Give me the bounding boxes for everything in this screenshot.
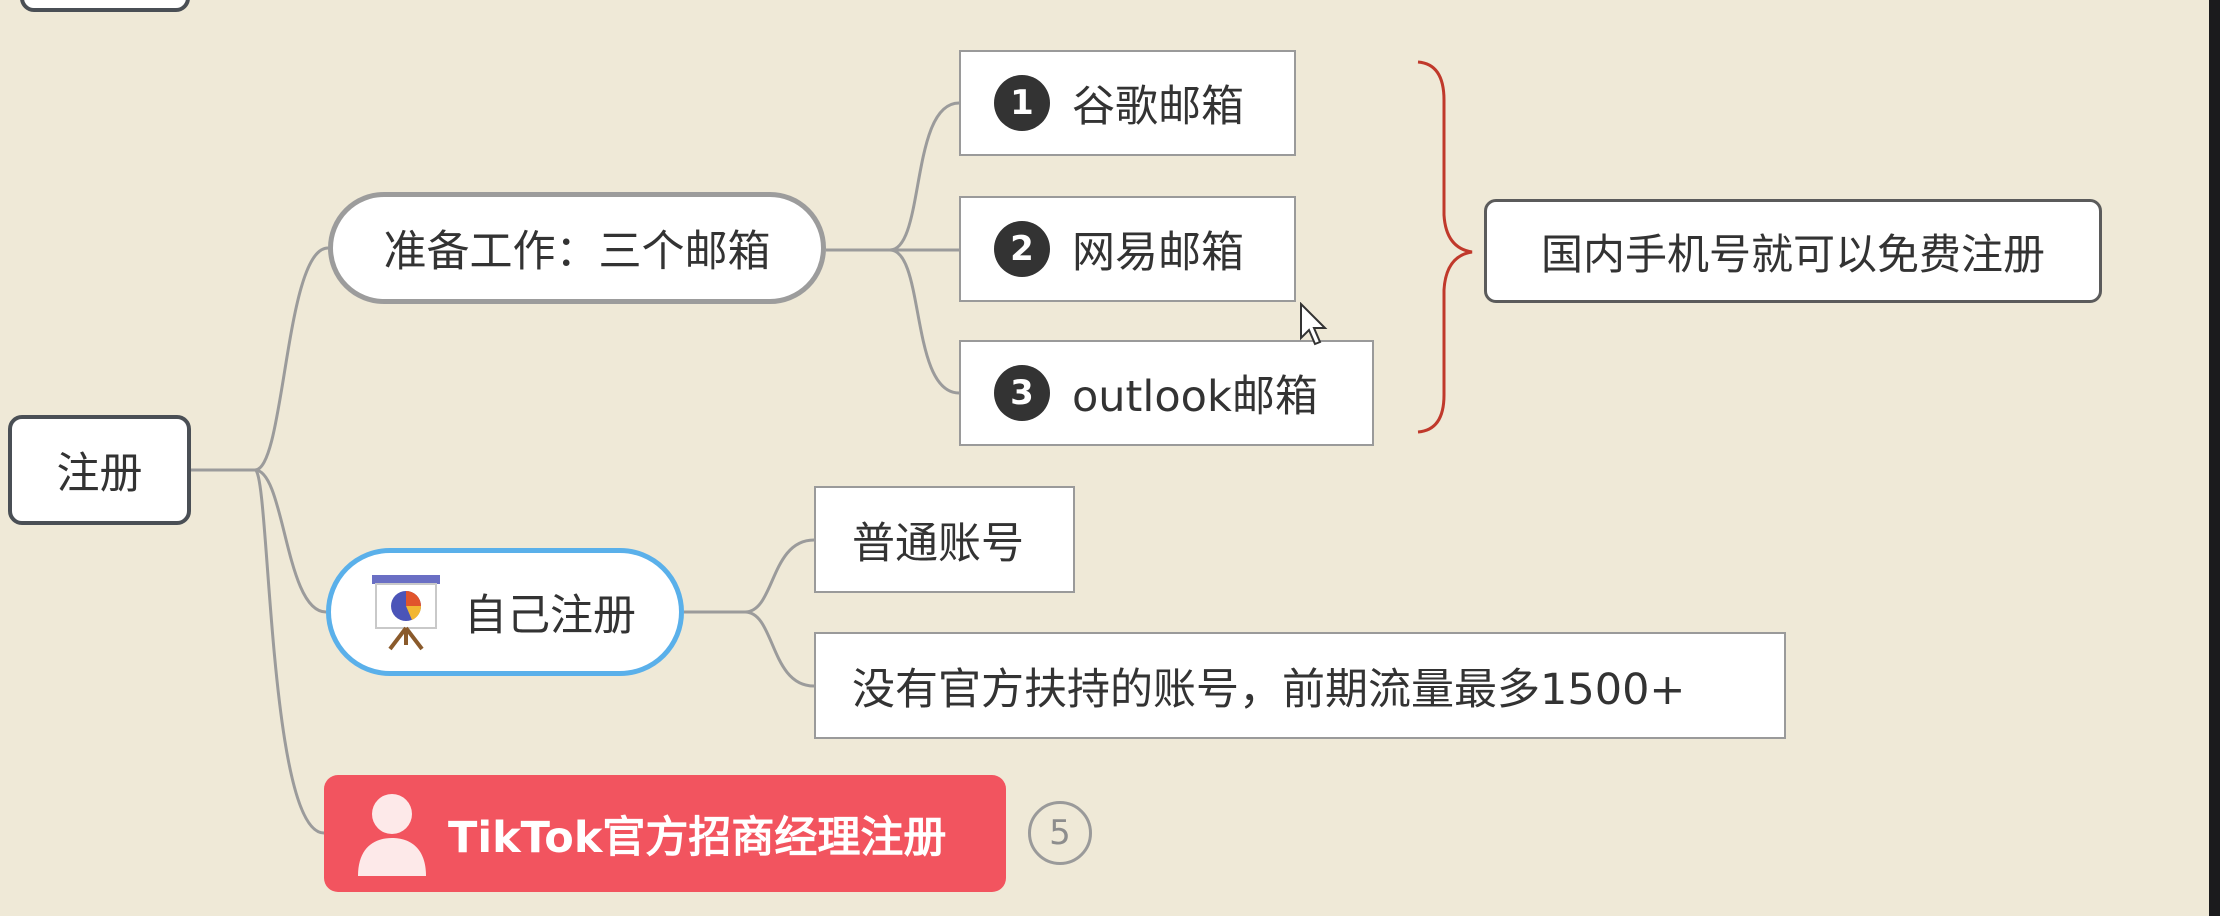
branch-self-register[interactable]: 自己注册 — [326, 548, 684, 676]
collapsed-count-label: 5 — [1049, 813, 1071, 853]
branch-self-register-label: 自己注册 — [464, 591, 636, 641]
summary-brace — [1417, 60, 1473, 434]
summary-note-phone[interactable]: 国内手机号就可以免费注册 — [1484, 199, 2102, 303]
email-node-outlook[interactable]: 3 outlook邮箱 — [959, 340, 1374, 446]
account-node-unsupported-label: 没有官方扶持的账号，前期流量最多1500+ — [852, 664, 1686, 715]
email-node-netease[interactable]: 2 网易邮箱 — [959, 196, 1296, 302]
branch-prep-emails[interactable]: 准备工作：三个邮箱 — [328, 192, 826, 304]
connector-self-acct2 — [684, 610, 815, 688]
connector-root-self — [191, 468, 327, 614]
window-edge-bar — [2209, 0, 2220, 916]
branch-tiktok-manager-label: TikTok官方招商经理注册 — [448, 812, 947, 863]
summary-note-label: 国内手机号就可以免费注册 — [1540, 229, 2045, 279]
collapsed-count-badge[interactable]: 5 — [1028, 801, 1092, 865]
account-node-normal[interactable]: 普通账号 — [814, 486, 1075, 593]
email-node-google[interactable]: 1 谷歌邮箱 — [959, 50, 1296, 156]
connector-prep-em1 — [826, 101, 960, 252]
connector-prep-em3 — [826, 248, 960, 395]
previous-node-partial — [20, 0, 190, 12]
connector-root-tiktok — [191, 468, 325, 835]
mouse-cursor-icon — [1300, 302, 1328, 346]
connector-self-acct1 — [684, 538, 815, 614]
email-node-outlook-label: outlook邮箱 — [1072, 372, 1318, 422]
person-icon — [358, 793, 426, 876]
connector-root-prep — [191, 246, 329, 472]
number-marker-2: 2 — [994, 221, 1050, 277]
email-node-google-label: 谷歌邮箱 — [1072, 82, 1244, 132]
account-node-unsupported[interactable]: 没有官方扶持的账号，前期流量最多1500+ — [814, 632, 1786, 739]
account-node-normal-label: 普通账号 — [852, 518, 1024, 569]
branch-tiktok-manager[interactable]: TikTok官方招商经理注册 — [324, 775, 1006, 892]
branch-prep-emails-label: 准备工作：三个邮箱 — [383, 227, 771, 277]
root-node-register[interactable]: 注册 — [8, 415, 191, 525]
number-marker-3: 3 — [994, 365, 1050, 421]
root-node-label: 注册 — [56, 449, 143, 499]
number-marker-1: 1 — [994, 75, 1050, 131]
email-node-netease-label: 网易邮箱 — [1072, 228, 1244, 278]
presentation-easel-icon — [372, 575, 440, 651]
